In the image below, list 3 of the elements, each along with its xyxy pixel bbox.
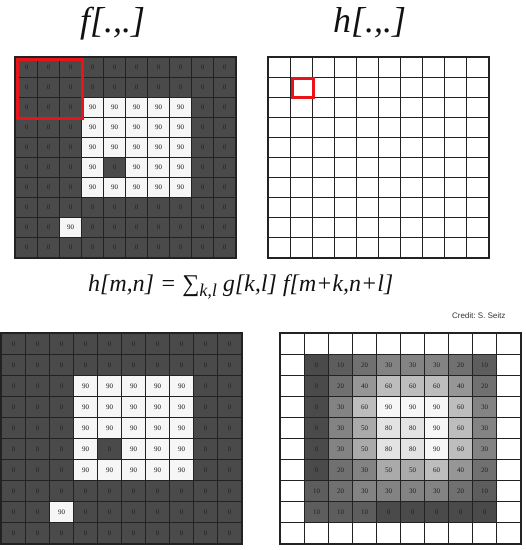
credit-note: Credit: S. Seitz	[452, 312, 506, 320]
grid-title: f[.,.]	[80, 2, 146, 38]
grid-title: h[.,.]	[333, 2, 406, 38]
